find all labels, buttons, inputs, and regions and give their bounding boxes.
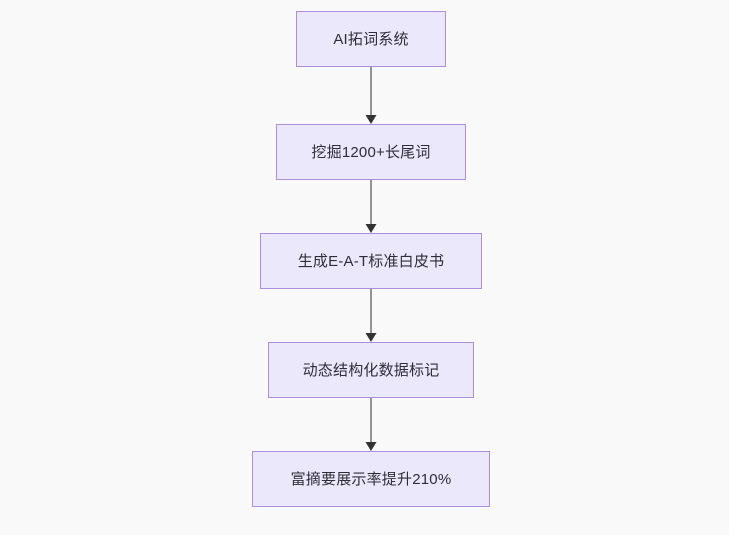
edge-n2-n3 — [364, 180, 378, 233]
edge-arrow-icon — [365, 67, 377, 124]
flowchart-node-n5[interactable]: 富摘要展示率提升210% — [252, 451, 490, 507]
edge-n4-n5 — [364, 398, 378, 451]
flowchart-node-n4[interactable]: 动态结构化数据标记 — [268, 342, 474, 398]
flowchart-node-label: 挖掘1200+长尾词 — [311, 143, 431, 161]
flowchart-node-n3[interactable]: 生成E-A-T标准白皮书 — [260, 233, 482, 289]
edge-arrow-icon — [365, 398, 377, 451]
edge-n1-n2 — [364, 67, 378, 124]
flowchart-node-label: 富摘要展示率提升210% — [290, 470, 452, 488]
edge-arrow-icon — [365, 180, 377, 233]
edge-n3-n4 — [364, 289, 378, 342]
flowchart-node-label: 动态结构化数据标记 — [302, 361, 440, 379]
flowchart-node-label: 生成E-A-T标准白皮书 — [297, 252, 445, 270]
flowchart-node-n1[interactable]: AI拓词系统 — [296, 11, 446, 67]
flowchart-node-label: AI拓词系统 — [333, 30, 409, 48]
flowchart-node-n2[interactable]: 挖掘1200+长尾词 — [276, 124, 466, 180]
edge-arrow-icon — [365, 289, 377, 342]
